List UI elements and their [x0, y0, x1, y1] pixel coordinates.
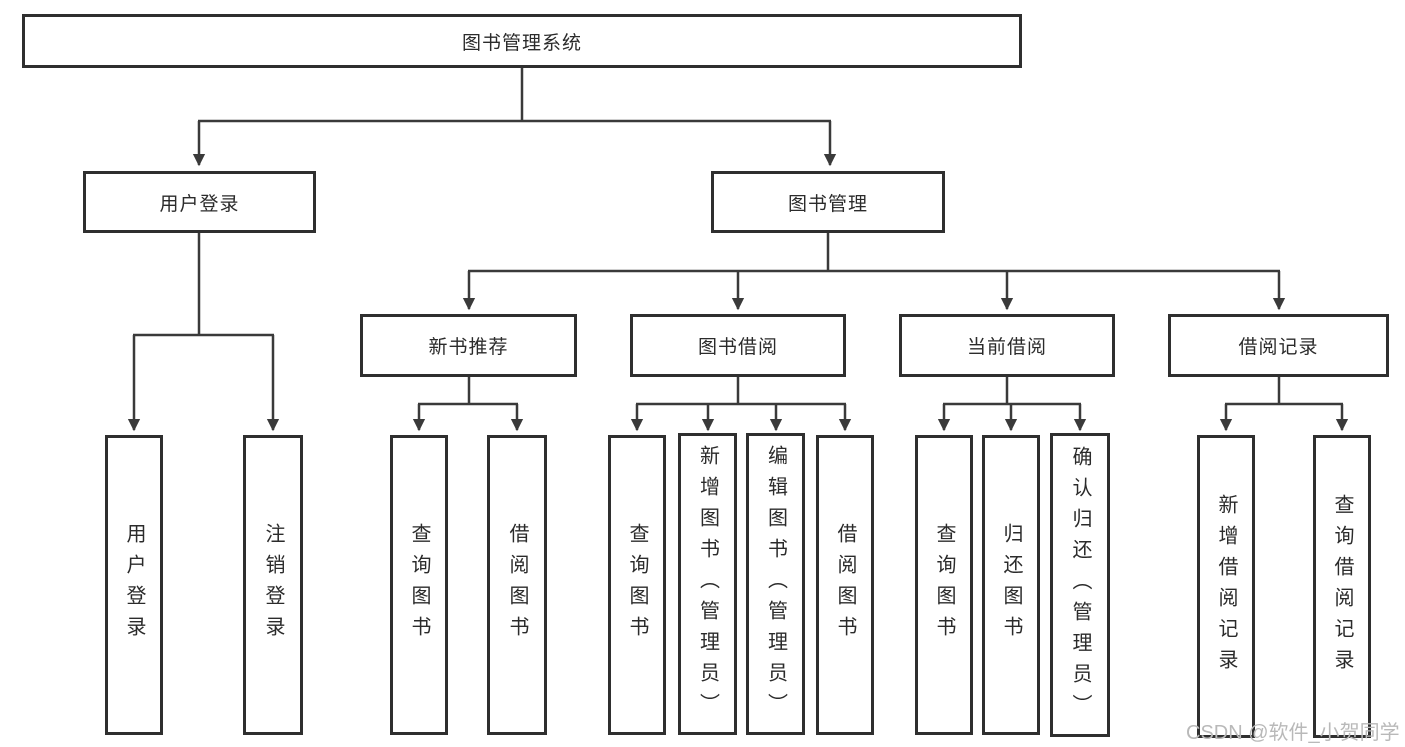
- node-label: 查询图书: [933, 523, 955, 647]
- node-label: 查询图书: [626, 523, 648, 647]
- node-book-management: 图书管理: [711, 171, 945, 233]
- connector-book-management-to-level3: [462, 233, 1286, 311]
- leaf-borrow-books: 借阅图书: [816, 435, 874, 735]
- node-label: 查询图书: [408, 523, 430, 647]
- node-label: 查询借阅记录: [1331, 493, 1353, 680]
- node-label: 图书借阅: [697, 337, 778, 358]
- node-label: 用户登录: [123, 523, 145, 647]
- node-library-management-system: 图书管理系统: [22, 14, 1022, 68]
- connector-root-to-level2: [192, 68, 837, 167]
- leaf-query-books-borrow: 查询图书: [608, 435, 666, 735]
- connector-current-borrow-group: [937, 377, 1087, 432]
- leaf-query-books-recommend: 查询图书: [390, 435, 448, 735]
- connector-book-borrow-group: [630, 377, 852, 432]
- node-borrow-record: 借阅记录: [1168, 314, 1389, 377]
- node-label: 用户登录: [159, 193, 240, 215]
- node-label: 新书推荐: [428, 337, 509, 358]
- connector-borrow-record-group: [1219, 377, 1349, 432]
- leaf-query-borrow-record: 查询借阅记录: [1313, 435, 1371, 738]
- node-label: 编辑图书（管理员）: [764, 444, 787, 724]
- node-label: 注销登录: [262, 523, 284, 647]
- node-label: 图书管理系统: [461, 32, 582, 54]
- node-label: 当前借阅: [966, 337, 1047, 358]
- leaf-return-books: 归还图书: [982, 435, 1040, 735]
- connector-new-book-group: [412, 377, 524, 432]
- leaf-add-borrow-record: 新增借阅记录: [1197, 435, 1255, 738]
- csdn-watermark: CSDN @软件_小贺同学: [1186, 722, 1400, 744]
- node-new-book-recommend: 新书推荐: [360, 314, 577, 377]
- node-label: 确认归还（管理员）: [1069, 445, 1091, 725]
- leaf-user-login: 用户登录: [105, 435, 163, 735]
- node-label: 借阅图书: [506, 523, 528, 647]
- node-user-login: 用户登录: [83, 171, 316, 233]
- leaf-query-books-current: 查询图书: [915, 435, 973, 735]
- leaf-add-books-admin: 新增图书（管理员）: [678, 433, 737, 735]
- node-book-borrow: 图书借阅: [630, 314, 846, 377]
- node-label: 新增借阅记录: [1215, 493, 1237, 680]
- leaf-logout: 注销登录: [243, 435, 303, 735]
- leaf-confirm-return-admin: 确认归还（管理员）: [1050, 433, 1110, 737]
- connector-user-login-group: [127, 233, 280, 432]
- leaf-borrow-books-recommend: 借阅图书: [487, 435, 547, 735]
- leaf-edit-books-admin: 编辑图书（管理员）: [746, 433, 805, 735]
- node-label: 新增图书（管理员）: [696, 444, 719, 724]
- node-label: 借阅图书: [834, 523, 856, 647]
- node-current-borrow: 当前借阅: [899, 314, 1115, 377]
- node-label: 借阅记录: [1238, 337, 1319, 358]
- node-label: 归还图书: [1000, 523, 1022, 647]
- node-label: 图书管理: [787, 193, 868, 215]
